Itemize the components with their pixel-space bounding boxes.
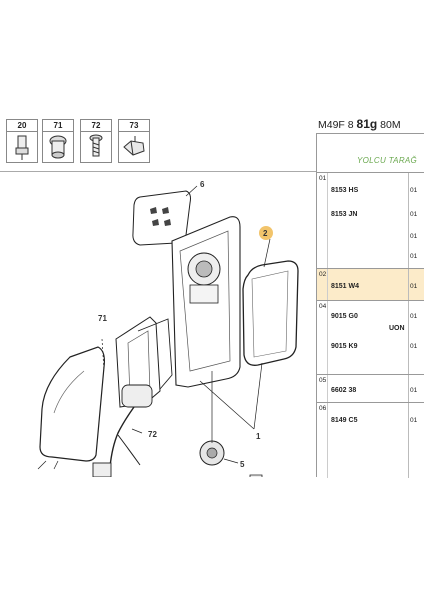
bulb-socket-icon	[15, 135, 29, 160]
mirror-base-bracket	[115, 316, 161, 408]
part-code: 8149 C5	[331, 417, 358, 424]
part-box-number: 71	[43, 120, 73, 132]
mirror-glass-part-2	[242, 260, 299, 366]
table-row[interactable]: 04 9015 G0 01 UON 9015 K9 01	[317, 300, 424, 375]
part-box-72[interactable]: 72	[80, 119, 112, 163]
callout-1: 1	[256, 432, 261, 441]
part-code: 9015 K9	[331, 343, 358, 350]
part-qty: 01	[410, 283, 418, 290]
part-box-number: 72	[81, 120, 111, 132]
part-code: 8153 JN	[331, 211, 358, 218]
part-box-71[interactable]: 71	[42, 119, 74, 163]
row-index: 02	[319, 271, 327, 278]
header-subtitle-box: YOLCU TARAĞ	[316, 133, 424, 188]
table-row[interactable]: 06 8149 C5 01	[317, 402, 424, 478]
row-index: 05	[319, 377, 327, 384]
header-left	[0, 115, 316, 133]
part-qty: 01	[410, 343, 418, 350]
table-row-highlighted[interactable]: 02 8151 W4 01	[317, 268, 424, 301]
connector-73	[92, 462, 112, 477]
part-code: 8153 HS	[331, 187, 359, 194]
callout-2: 2	[263, 229, 268, 238]
part-code: 6602 38	[331, 387, 357, 394]
callout-5: 5	[240, 460, 245, 469]
callout-6: 6	[200, 180, 205, 189]
screw-icon	[89, 134, 103, 157]
part-box-73[interactable]: 73	[118, 119, 150, 163]
part-code: 9015 G0	[331, 313, 358, 320]
part-box-number: 20	[7, 120, 37, 132]
part-code: 8151 W4	[331, 283, 360, 290]
model-suffix: 80M	[380, 119, 401, 131]
uon-label: UON	[389, 325, 405, 332]
header-divider	[0, 171, 316, 172]
glass-clips	[150, 207, 171, 226]
callout-bubble-2	[259, 226, 273, 240]
row-index: 01	[319, 175, 327, 182]
connector-clip-icon	[123, 136, 145, 156]
part-qty: 01	[410, 417, 418, 424]
part-qty: 01	[410, 233, 418, 240]
model-bold: 81g	[356, 117, 378, 131]
part-qty: 01	[410, 313, 418, 320]
model-header: M49F 8 81g 80M	[316, 115, 424, 133]
header-subtitle: YOLCU TARAĞ	[357, 156, 418, 165]
part-qty: 01	[410, 187, 418, 194]
callout-71: 71	[98, 314, 107, 323]
mirror-cover-part-4	[39, 346, 105, 462]
part-qty: 01	[410, 387, 418, 394]
part-box-20[interactable]: 20	[6, 119, 38, 163]
grommet-icon	[49, 135, 67, 159]
part-box-number: 73	[119, 120, 149, 132]
row-index: 04	[319, 303, 327, 310]
part-qty: 01	[410, 211, 418, 218]
exploded-diagram: 2 6 1 5 71 72 73 20 4	[37, 180, 299, 477]
callout-72: 72	[148, 430, 157, 439]
motor-unit	[121, 384, 153, 408]
row-index: 06	[319, 405, 327, 412]
part-qty: 01	[410, 253, 418, 260]
wiring-harness	[109, 406, 135, 468]
model-code: M49F 8	[318, 119, 354, 131]
table-row[interactable]: 05 6602 38 01	[317, 374, 424, 403]
table-row[interactable]: 01 8153 HS 01 8153 JN 01 01 01	[317, 172, 424, 269]
parts-catalog-sheet: M49F 8 81g 80M YOLCU TARAĞ 20 71 72	[0, 115, 424, 478]
reference-table: 01 8153 HS 01 8153 JN 01 01 01 02 8151 W…	[316, 172, 424, 478]
